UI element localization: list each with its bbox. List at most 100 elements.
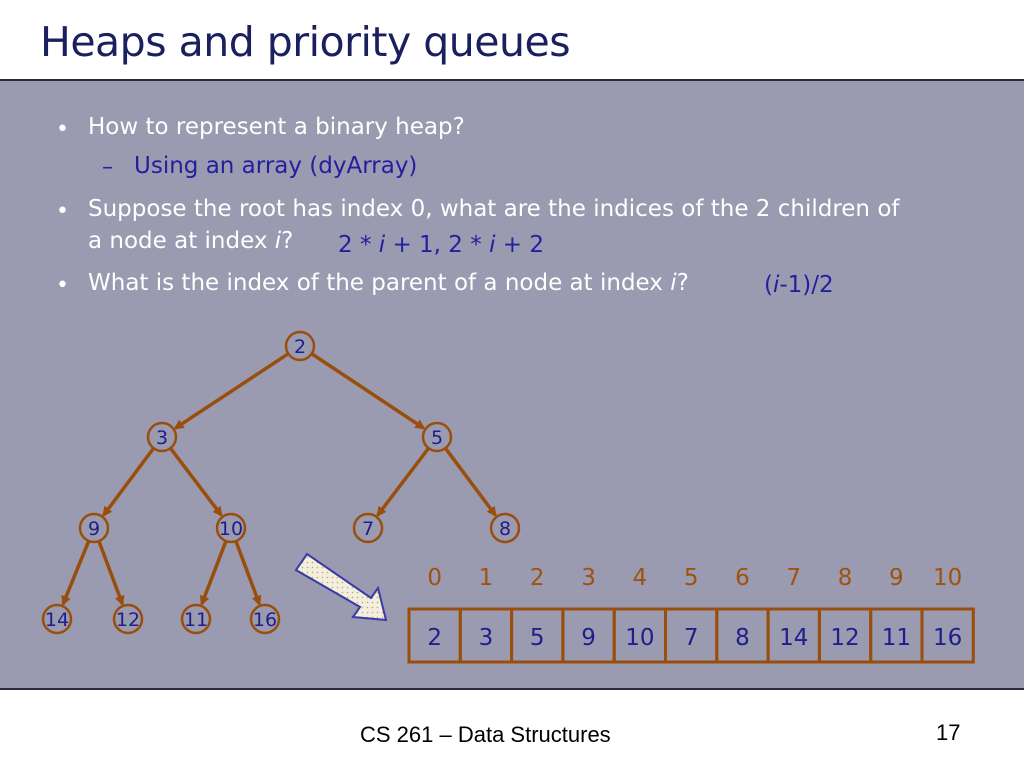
array-cell: 16 — [920, 607, 975, 664]
tree-node: 3 — [146, 421, 178, 453]
parent-answer-part1: ( — [764, 272, 773, 298]
tree-node-value: 9 — [88, 518, 100, 540]
tree-node-value: 5 — [431, 427, 443, 449]
tree-node-value: 3 — [156, 427, 168, 449]
array-cell: 11 — [869, 607, 924, 664]
array-cell: 3 — [458, 607, 514, 664]
bullet-children-question-line1: Suppose the root has index 0, what are t… — [88, 196, 900, 222]
tree-node: 11 — [180, 603, 212, 635]
tree-edge — [199, 540, 228, 606]
tree-node: 12 — [112, 603, 144, 635]
array-index-label: 6 — [735, 565, 750, 591]
children-answer-var1: i — [378, 232, 386, 258]
array-cell-value: 11 — [882, 625, 911, 651]
array-index-label: 7 — [786, 565, 801, 591]
array-cell: 5 — [510, 607, 565, 664]
array-index-label: 8 — [838, 565, 853, 591]
array-cell: 8 — [715, 607, 770, 664]
array-index-label: 5 — [684, 565, 699, 591]
bullet-how-to-represent: How to represent a binary heap? — [88, 114, 465, 140]
array-cell-value: 5 — [530, 625, 545, 651]
array-index-label: 4 — [633, 565, 648, 591]
array-cell: 7 — [664, 607, 719, 664]
tree-node-circle — [421, 421, 453, 453]
tree-edge — [443, 447, 497, 517]
tree-node-circle — [215, 512, 247, 544]
bullet-marker: • — [56, 117, 69, 142]
index-variable: i — [670, 270, 677, 296]
array-cell-value: 16 — [933, 625, 962, 651]
page-number: 17 — [936, 720, 961, 745]
children-question-prefix: a node at index — [88, 228, 275, 254]
children-answer-part1: 2 * — [338, 232, 379, 258]
tree-edge — [61, 540, 91, 607]
tree-node-circle — [78, 512, 110, 544]
children-answer-part2: + 1, 2 * — [385, 232, 490, 258]
bullet-children-question-line2: a node at index i? — [88, 228, 293, 254]
tree-node: 5 — [421, 421, 453, 453]
tree-node-value: 14 — [45, 609, 69, 631]
mapping-arrow-icon — [294, 552, 388, 622]
tree-node-circle — [146, 421, 178, 453]
tree-node-circle — [352, 512, 384, 544]
parent-answer: (i-1)/2 — [764, 272, 834, 298]
tree-node: 9 — [78, 512, 110, 544]
tree-node: 8 — [489, 512, 521, 544]
array-cell-value: 9 — [581, 625, 596, 651]
bullet-parent-question: What is the index of the parent of a nod… — [88, 270, 689, 296]
array-index-label: 3 — [581, 565, 596, 591]
array-cell-box — [920, 607, 975, 664]
children-answer-var2: i — [489, 232, 496, 258]
tree-node-value: 8 — [499, 518, 511, 540]
question-mark: ? — [281, 228, 294, 254]
children-answer: 2 * i + 1, 2 * i + 2 — [338, 232, 544, 258]
array-cell: 9 — [561, 607, 616, 664]
tree-edge — [173, 352, 290, 430]
array-cell-value: 10 — [625, 625, 654, 651]
array-cell: 10 — [612, 607, 668, 664]
tree-node-circle — [112, 603, 144, 635]
bullet-marker: • — [56, 273, 69, 298]
tree-node-value: 12 — [116, 609, 140, 631]
array-index-label: 9 — [889, 565, 904, 591]
tree-node-circle — [284, 330, 316, 362]
bullet-marker: • — [56, 199, 69, 224]
tree-node-circle — [249, 603, 281, 635]
array-cell-value: 3 — [479, 625, 494, 651]
tree-edge — [169, 447, 223, 517]
tree-node-circle — [41, 603, 73, 635]
tree-node-value: 10 — [219, 518, 243, 540]
tree-node: 10 — [215, 512, 247, 544]
tree-node-value: 2 — [294, 336, 306, 358]
parent-answer-var: i — [772, 272, 780, 298]
tree-node: 7 — [352, 512, 384, 544]
array-cell-value: 12 — [830, 625, 859, 651]
tree-node-circle — [180, 603, 212, 635]
tree-edge — [376, 447, 430, 517]
array-index-label: 10 — [933, 565, 962, 591]
array-index-label: 0 — [427, 565, 442, 591]
tree-node: 14 — [41, 603, 73, 635]
array-cell: 2 — [407, 607, 462, 664]
tree-node: 2 — [284, 330, 316, 362]
question-mark: ? — [676, 270, 689, 296]
parent-answer-part2: -1)/2 — [779, 272, 834, 298]
children-answer-part3: + 2 — [495, 232, 544, 258]
array-cell-value: 7 — [684, 625, 699, 651]
tree-nodes: 2 3 5 9 10 7 8 14 12 11 16 — [41, 330, 521, 635]
array-index-label: 2 — [530, 565, 545, 591]
footer-course: CS 261 – Data Structures — [360, 722, 611, 747]
tree-node-value: 11 — [184, 609, 208, 631]
tree-edge — [97, 540, 125, 606]
tree-node: 16 — [249, 603, 281, 635]
array-cell-value: 14 — [779, 625, 808, 651]
array-cell-value: 8 — [735, 625, 750, 651]
tree-edges — [61, 352, 497, 607]
parent-question-prefix: What is the index of the parent of a nod… — [88, 270, 671, 296]
tree-node-value: 7 — [362, 518, 374, 540]
sub-bullet-using-array: Using an array (dyArray) — [134, 153, 418, 179]
array-cell: 12 — [817, 607, 873, 664]
